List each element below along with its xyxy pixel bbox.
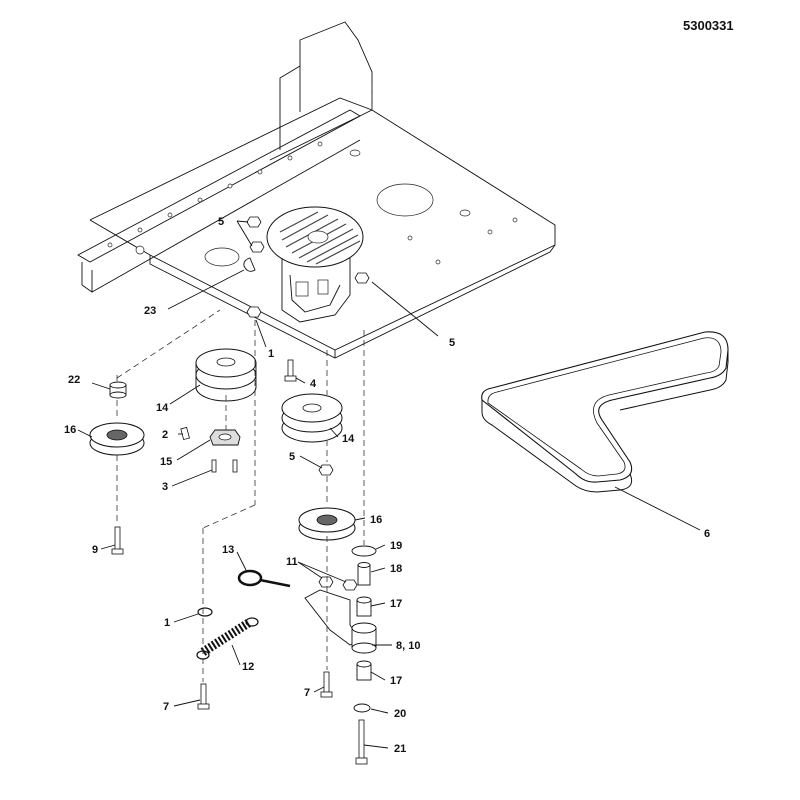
callout-3: 3 xyxy=(162,481,168,493)
key xyxy=(180,426,190,441)
callout-23: 23 xyxy=(144,305,156,317)
idler-arm xyxy=(304,589,377,654)
callout-21: 21 xyxy=(394,743,406,755)
washer-19 xyxy=(351,545,377,557)
callout-7-right: 7 xyxy=(304,687,310,699)
callout-12: 12 xyxy=(242,661,254,673)
callout-5-right: 5 xyxy=(449,337,455,349)
assembly-lines xyxy=(116,85,373,682)
chassis-frame xyxy=(77,21,556,359)
idler-pulley-right xyxy=(298,507,356,541)
engine xyxy=(266,206,364,323)
bushing-lower xyxy=(356,660,372,681)
callout-5-lower: 5 xyxy=(289,451,295,463)
callout-7-left: 7 xyxy=(163,701,169,713)
drive-belt xyxy=(481,331,729,493)
engine-cooling-grill xyxy=(279,211,361,265)
spacer xyxy=(109,381,127,399)
callout-1-top: 1 xyxy=(268,348,274,360)
callout-17-upper: 17 xyxy=(390,598,402,610)
callout-20: 20 xyxy=(394,708,406,720)
callout-14-right: 14 xyxy=(342,433,355,445)
idler-pulley-left xyxy=(89,422,145,456)
callout-6: 6 xyxy=(704,528,710,540)
callout-1-lower: 1 xyxy=(164,617,170,629)
callout-22: 22 xyxy=(68,374,80,386)
eye-bolt xyxy=(237,569,291,588)
callout-16-left: 16 xyxy=(64,424,76,436)
callout-11: 11 xyxy=(286,556,298,568)
callout-15: 15 xyxy=(160,456,172,468)
tube-spacer xyxy=(357,562,371,586)
callout-16-right: 16 xyxy=(370,514,382,526)
hardware-bolts xyxy=(111,359,333,710)
callout-17-lower: 17 xyxy=(390,675,402,687)
callout-4: 4 xyxy=(310,378,317,390)
callout-18: 18 xyxy=(390,563,402,575)
bushing-upper xyxy=(356,596,372,617)
pulley-large xyxy=(195,348,257,402)
callouts: 5 5 5 23 1 4 22 14 14 16 16 2 15 3 9 13 … xyxy=(64,216,710,755)
callout-9: 9 xyxy=(92,544,98,556)
washer-20 xyxy=(353,703,371,713)
pivot-bolt xyxy=(355,719,368,765)
callout-19: 19 xyxy=(390,540,402,552)
callout-5-top: 5 xyxy=(218,216,224,228)
callout-14-left: 14 xyxy=(156,402,169,414)
pulley-hub xyxy=(209,429,241,446)
leader-lines xyxy=(77,220,701,749)
callout-8-10: 8, 10 xyxy=(396,640,420,652)
callout-2: 2 xyxy=(162,429,168,441)
callout-13: 13 xyxy=(222,544,234,556)
document-code: 5300331 xyxy=(683,18,734,33)
pulley-right xyxy=(281,393,343,443)
hardware-nuts xyxy=(197,216,370,617)
extension-spring xyxy=(196,617,259,660)
